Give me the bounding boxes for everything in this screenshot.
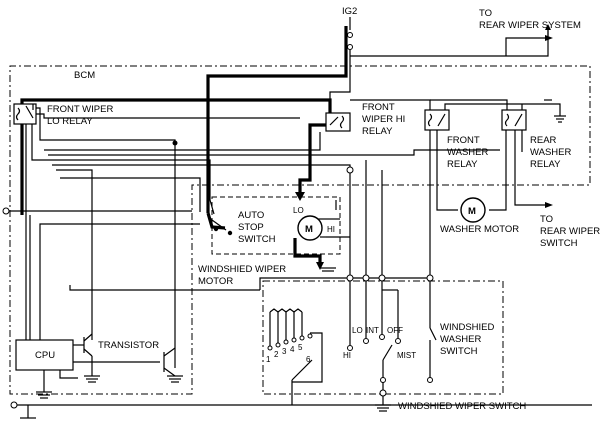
bcm-label: BCM bbox=[74, 70, 95, 81]
cpu-box bbox=[15, 339, 74, 371]
switch-lo-label: LO bbox=[352, 326, 363, 335]
switch-hi-label: HI bbox=[343, 351, 351, 360]
switch-off-label: OFF bbox=[387, 326, 403, 335]
front-washer-relay-label-3: RELAY bbox=[447, 159, 478, 170]
front-washer-relay bbox=[424, 109, 450, 131]
front-wiper-hi-relay-label-2: WIPER HI bbox=[362, 114, 405, 125]
transistor-label: TRANSISTOR bbox=[98, 340, 159, 351]
transistor-2 bbox=[73, 347, 183, 383]
washer-motor-symbol: M bbox=[468, 206, 476, 217]
auto-stop-switch-label-3: SWITCH bbox=[238, 234, 276, 245]
to-rear-wiper-system-arrow bbox=[505, 35, 553, 56]
int-resistor-ladder bbox=[267, 308, 323, 383]
windshield-washer-switch-label-1: WINDSHIED bbox=[440, 322, 495, 333]
front-wiper-lo-relay-label-2: LO RELAY bbox=[47, 116, 93, 127]
rear-washer-relay bbox=[501, 109, 527, 131]
cpu-label: CPU bbox=[35, 350, 55, 361]
motor-hi-label: HI bbox=[327, 225, 335, 234]
to-rear-wiper-switch-label-3: SWITCH bbox=[540, 238, 578, 249]
washer-relay-wiring bbox=[350, 99, 566, 280]
transistor-1 bbox=[73, 333, 100, 383]
washer-motor-label: WASHER MOTOR bbox=[440, 224, 519, 235]
cpu-ground bbox=[10, 370, 592, 419]
rear-washer-relay-label-2: WASHER bbox=[530, 147, 571, 158]
switch-mist-label: MIST bbox=[397, 351, 416, 360]
wiper-motor: M bbox=[297, 215, 336, 272]
auto-stop-switch-label-1: AUTO bbox=[238, 210, 264, 221]
int-step-3: 3 bbox=[282, 347, 287, 356]
wiper-motor-enclosure bbox=[211, 196, 341, 255]
front-washer-relay-label-1: FRONT bbox=[447, 135, 480, 146]
motor-lo-label: LO bbox=[293, 206, 304, 215]
int-step-5: 5 bbox=[298, 343, 303, 352]
front-wiper-hi-relay-label-3: RELAY bbox=[362, 126, 393, 137]
front-wiper-hi-relay-label-1: FRONT bbox=[362, 102, 395, 113]
to-rear-wiper-switch-label-2: REAR WIPER bbox=[540, 226, 600, 237]
wiper-motor-symbol: M bbox=[305, 224, 313, 235]
auto-stop-switch-label-2: STOP bbox=[238, 222, 264, 233]
windshield-wiper-switch-label: WINDSHIED WIPER SWITCH bbox=[398, 401, 526, 412]
int-step-2: 2 bbox=[274, 350, 279, 359]
to-rear-wiper-system-label-2: REAR WIPER SYSTEM bbox=[479, 20, 581, 31]
int-step-6: 6 bbox=[306, 355, 311, 364]
bold-current-path bbox=[20, 26, 348, 270]
to-rear-wiper-system-label-1: TO bbox=[479, 8, 492, 19]
int-step-4: 4 bbox=[290, 345, 295, 354]
windshield-wiper-motor-label-1: WINDSHIED WIPER bbox=[198, 264, 286, 275]
rear-washer-relay-label-3: RELAY bbox=[530, 159, 561, 170]
windshield-washer-switch-label-2: WASHER bbox=[440, 334, 481, 345]
front-wiper-lo-relay bbox=[13, 103, 37, 125]
windshield-wiper-motor-label-2: MOTOR bbox=[198, 276, 233, 287]
switch-bus-wiring bbox=[199, 160, 437, 394]
auto-stop-switch bbox=[209, 199, 233, 236]
int-step-1: 1 bbox=[266, 355, 271, 364]
front-wiper-lo-relay-label-1: FRONT WIPER bbox=[47, 104, 113, 115]
to-rear-wiper-switch-label-1: TO bbox=[540, 214, 553, 225]
front-wiper-hi-relay bbox=[325, 112, 351, 132]
windshield-washer-switch-label-3: SWITCH bbox=[440, 346, 478, 357]
ground-symbol bbox=[375, 99, 552, 412]
rear-washer-relay-label-1: REAR bbox=[530, 135, 557, 146]
ig2-label: IG2 bbox=[342, 6, 357, 17]
washer-motor: M bbox=[460, 197, 486, 223]
front-washer-relay-label-2: WASHER bbox=[447, 147, 488, 158]
switch-int-label: INT bbox=[366, 326, 379, 335]
